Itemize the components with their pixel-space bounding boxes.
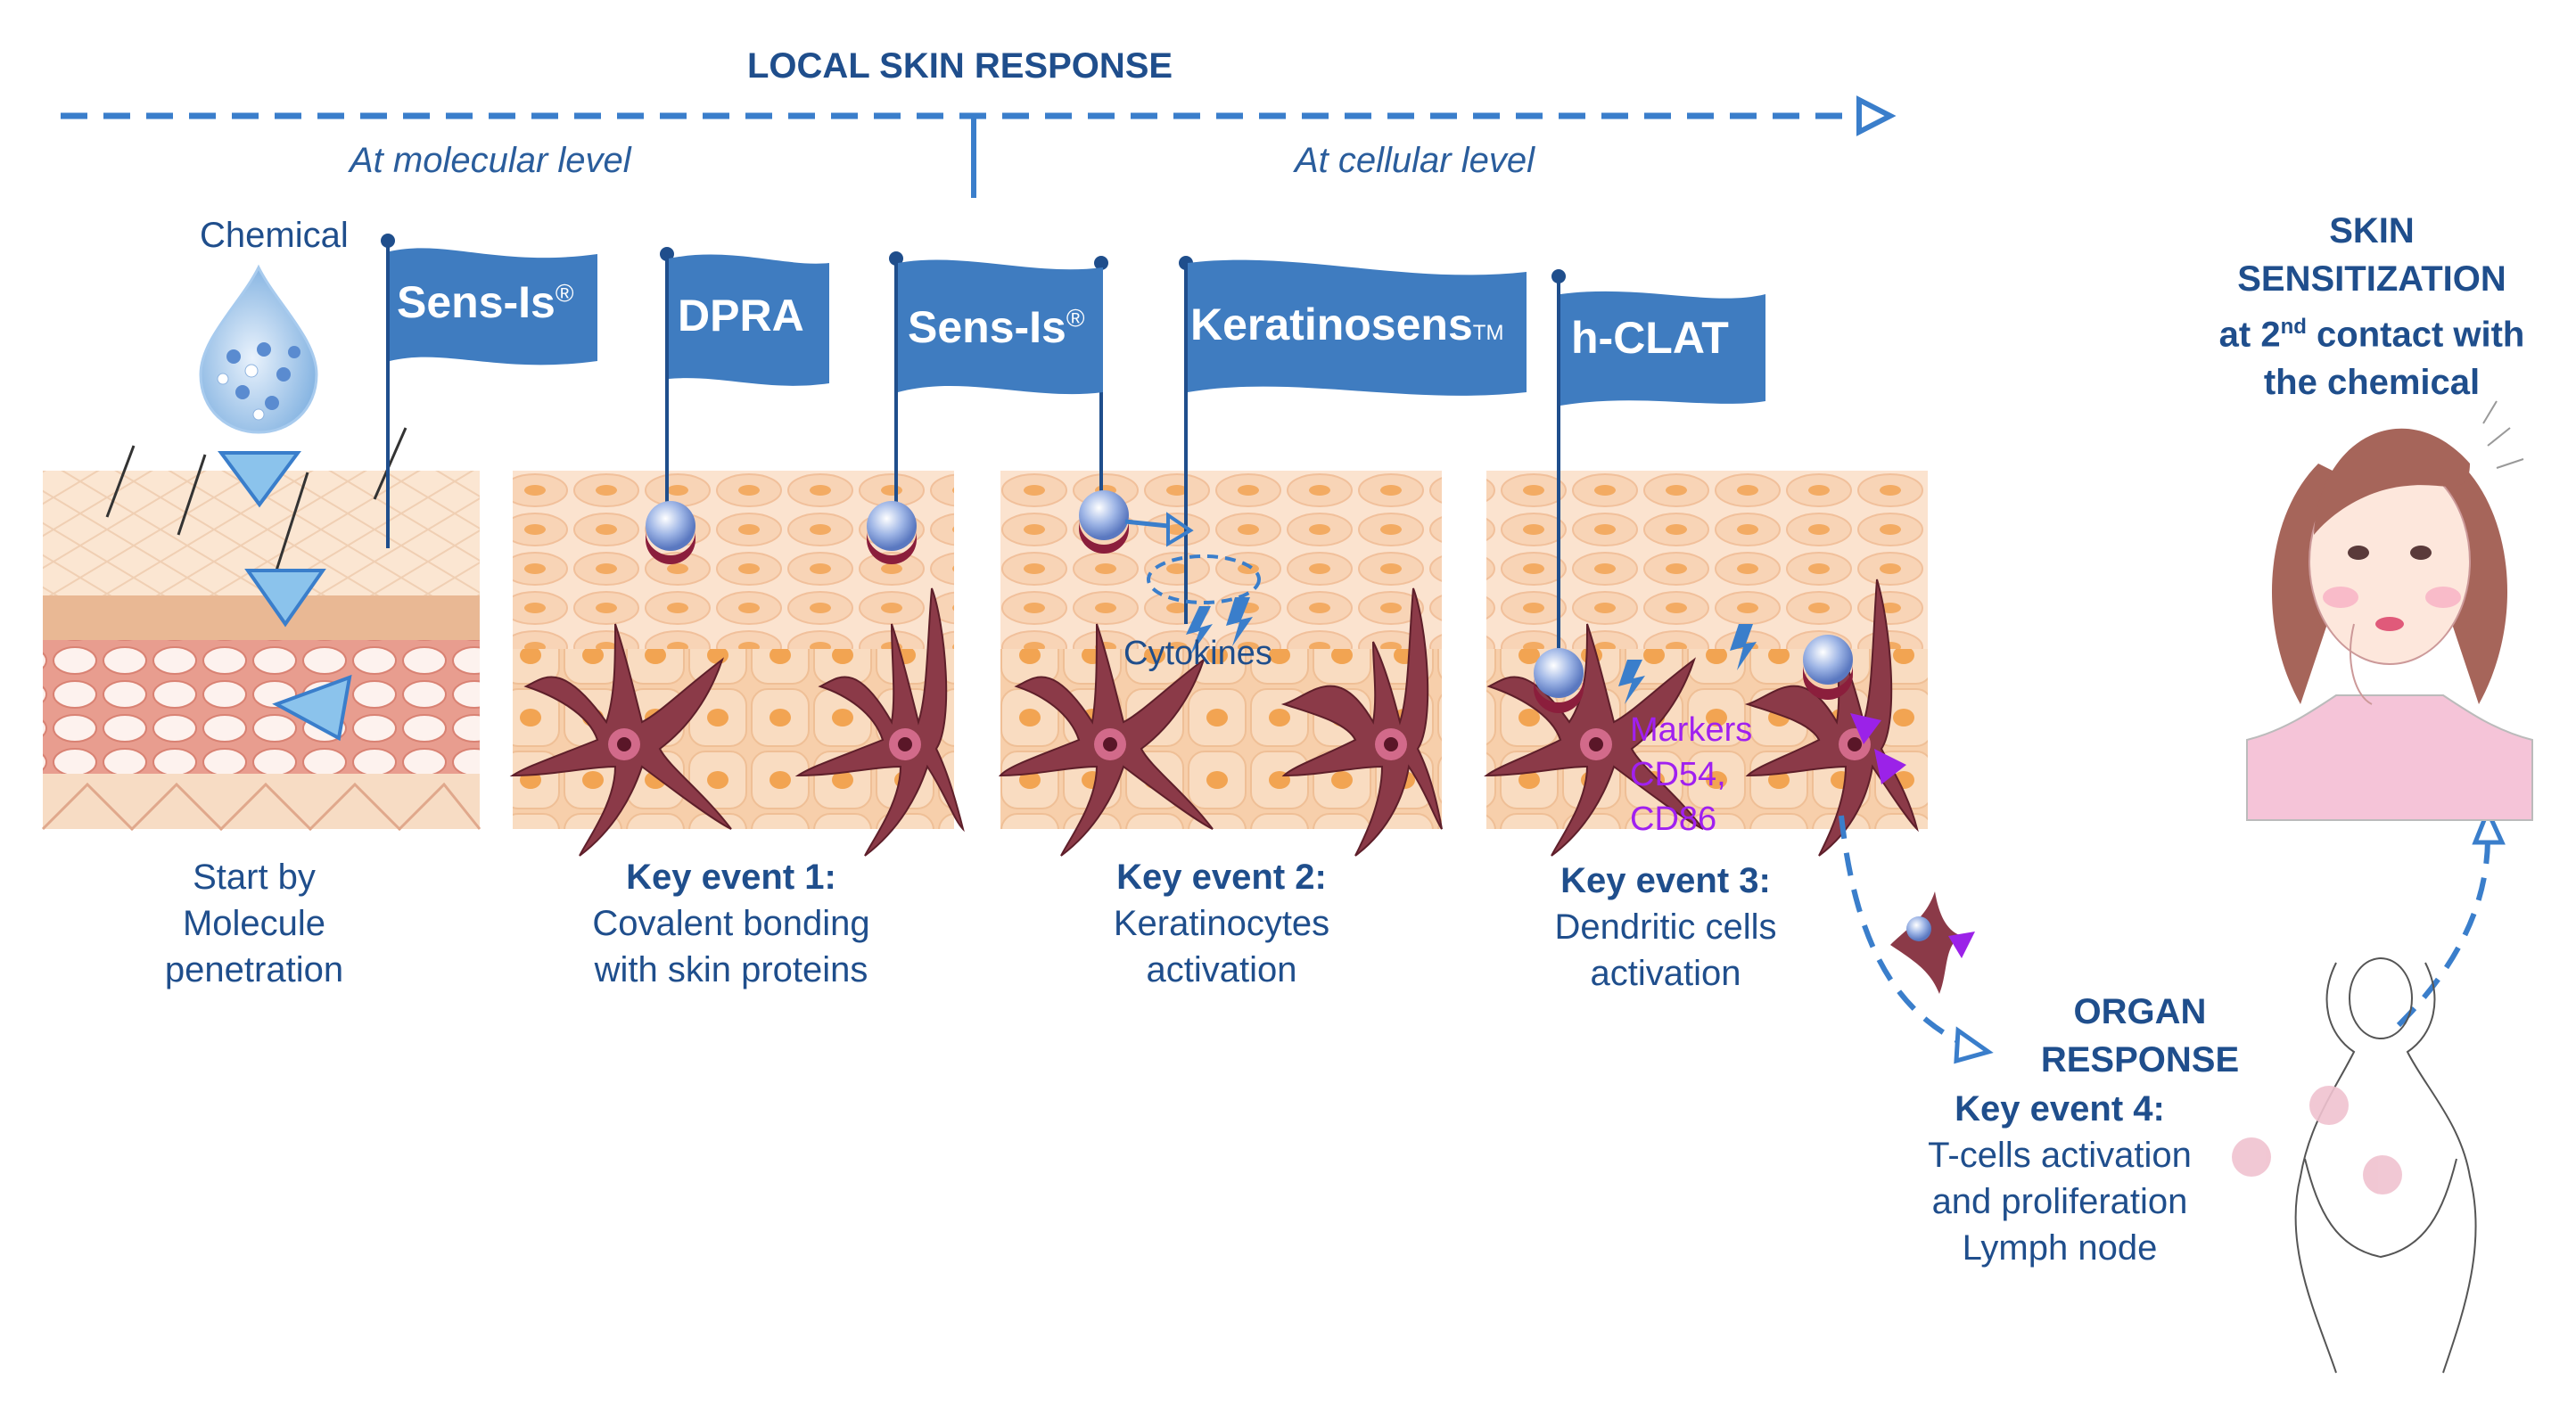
cd86-label: CD86 <box>1630 800 1717 838</box>
cellular-level-label: At cellular level <box>1295 141 1535 180</box>
woman-face-icon <box>2246 400 2533 821</box>
panel-penetration <box>41 264 481 832</box>
caption-ke3: Key event 3: Dendritic cells activation <box>1554 861 1777 993</box>
cd54-label: CD54, <box>1630 756 1726 793</box>
caption-ke1: Key event 1: Covalent bonding with skin … <box>592 858 870 989</box>
flag-sens-is-2: Sens-Is® <box>908 302 1085 352</box>
flag-dpra: DPRA <box>678 291 804 341</box>
caption-start: Start by Molecule penetration <box>164 858 344 989</box>
migrating-cell-icon <box>1890 891 1975 994</box>
flag-keratinosens: KeratinosensTM <box>1190 300 1504 349</box>
organ-response-title: ORGAN RESPONSE <box>2040 992 2240 1080</box>
caption-ke4: Key event 4: T-cells activation and prol… <box>1928 1089 2192 1268</box>
woman-body-icon <box>2294 957 2477 1374</box>
flag-sens-is-1: Sens-Is® <box>397 277 574 327</box>
markers-label: Markers <box>1630 711 1753 749</box>
skin-sensitization-title: SKIN SENSITIZATION at 2nd contact with t… <box>2218 211 2525 403</box>
cytokines-label: Cytokines <box>1123 635 1272 672</box>
flag-h-clat: h-CLAT <box>1571 313 1729 363</box>
header-title: LOCAL SKIN RESPONSE <box>747 46 1173 86</box>
molecular-level-label: At molecular level <box>350 141 631 180</box>
chemical-label: Chemical <box>200 216 349 255</box>
caption-ke2: Key event 2: Keratinocytes activation <box>1113 858 1330 989</box>
